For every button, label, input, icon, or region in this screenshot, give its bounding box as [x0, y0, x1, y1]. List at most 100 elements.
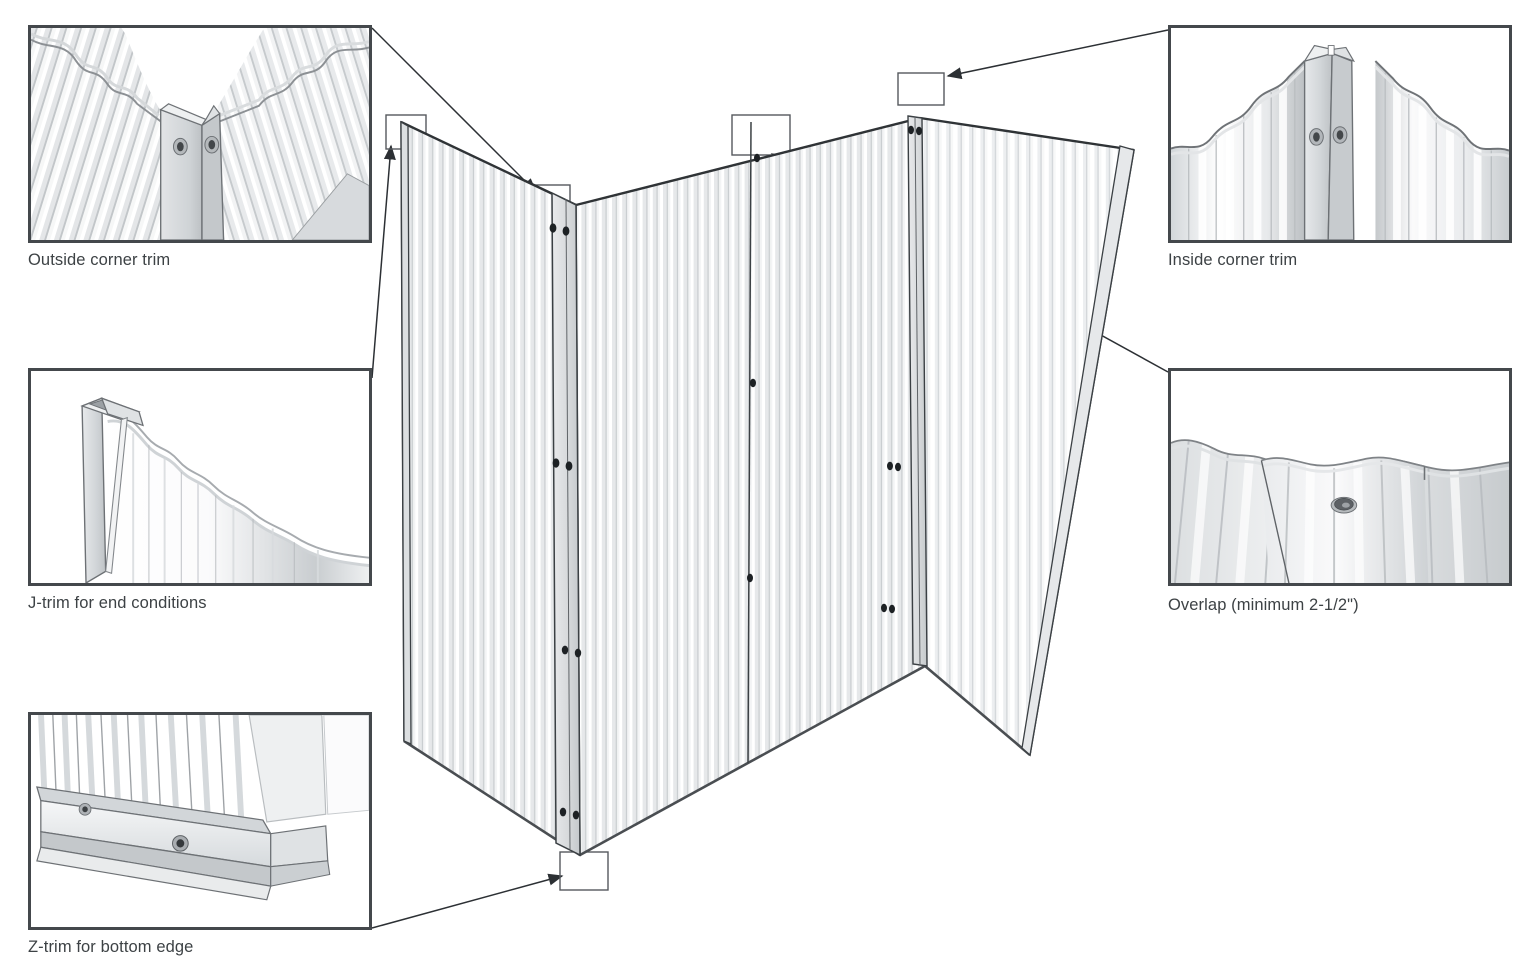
sheet-flutes	[132, 433, 319, 583]
corner-trim-right-face	[201, 112, 225, 240]
panel-seam-overlap	[747, 121, 752, 764]
marker-z-trim	[559, 851, 609, 891]
fastener	[889, 604, 895, 614]
flat-panel-right	[248, 715, 327, 823]
wall-plane-middle-outline	[575, 116, 926, 857]
fastener	[559, 807, 567, 817]
callout-frame	[28, 368, 372, 586]
wall-plane-left	[401, 122, 580, 855]
callout-frame	[28, 712, 372, 930]
wall-plane-left-outline	[400, 120, 581, 857]
bottom-edge-left	[403, 739, 581, 857]
callout-caption: Outside corner trim	[28, 251, 171, 269]
callout-j-trim: J-trim for end conditions	[28, 368, 372, 612]
wall-plane-right	[920, 118, 1134, 755]
inside-corner-trim-strip	[907, 115, 928, 667]
marker-overlap	[731, 114, 791, 156]
j-trim-detail	[31, 371, 369, 583]
marker-j-trim	[385, 114, 427, 150]
fastener	[750, 378, 756, 388]
front-panel-sheet	[1261, 457, 1429, 583]
fastener	[881, 603, 887, 613]
inside-corner-trim-fold	[914, 116, 921, 666]
right-panel-crest-profile	[1374, 60, 1509, 152]
left-panel-crest-profile	[1171, 60, 1306, 150]
flat-panel-right-2	[323, 715, 369, 815]
marker-outside-corner	[527, 184, 571, 224]
fastener	[908, 125, 914, 135]
inside-corner-trim-right-face	[1327, 52, 1355, 240]
fastener-slot	[1336, 130, 1344, 140]
callout-frame	[28, 25, 372, 243]
fastener-slot	[177, 141, 184, 152]
overlap-fastener	[1330, 496, 1358, 514]
outside-corner-trim-fold	[565, 198, 571, 850]
corner-trim-top-return-right	[201, 104, 221, 126]
corner-trim-left-face	[160, 108, 203, 240]
inside-corner-trim-left-face	[1303, 52, 1333, 240]
inside-corner-trim-notch	[1327, 45, 1335, 56]
fastener-slot	[82, 806, 88, 813]
left-wall-edge-thickness	[400, 120, 412, 745]
j-trim-outer-leg	[81, 397, 107, 583]
overlap-detail	[1171, 371, 1509, 583]
leader-overlap	[770, 153, 1169, 373]
fastener	[747, 573, 753, 583]
j-trim-front-flange	[105, 416, 128, 574]
fastener	[565, 461, 573, 471]
fastener-slot	[208, 140, 216, 150]
fastener	[549, 223, 557, 233]
fastener-group	[549, 125, 922, 820]
inside-corner-trim-detail	[1171, 28, 1509, 240]
leader-outside-corner	[371, 27, 538, 194]
callout-outside-corner-trim: Outside corner trim	[28, 25, 372, 269]
callout-frame	[1168, 25, 1512, 243]
fastener	[887, 461, 893, 471]
outside-corner-trim-strip	[551, 191, 581, 857]
fastener	[754, 153, 760, 163]
z-trim-detail	[31, 715, 369, 927]
left-panel-crest-highlight	[31, 32, 160, 117]
right-panel-crest-profile	[219, 46, 369, 123]
fastener-slot	[176, 839, 185, 848]
leader-inside-corner	[946, 29, 1169, 80]
bottom-edge-right-far	[1029, 149, 1135, 756]
top-edge-mid	[575, 116, 921, 207]
trim-fastener-group	[1309, 126, 1348, 146]
fastener	[561, 645, 569, 655]
right-panel-crest-highlight	[1374, 65, 1509, 158]
z-trim-bottom-lip	[36, 846, 272, 901]
callout-caption: Overlap (minimum 2-1/2")	[1168, 596, 1359, 614]
right-wall-edge-thickness	[1021, 145, 1135, 757]
j-trim-face-leg	[100, 397, 144, 427]
fastener	[552, 458, 560, 468]
z-trim-right-return-lower	[270, 860, 331, 887]
fastener-slot	[1313, 132, 1320, 142]
overlap-seam-line	[1260, 460, 1290, 583]
fastener	[574, 648, 582, 658]
callout-caption: Inside corner trim	[1168, 251, 1298, 269]
bottom-edge-right	[924, 665, 1031, 756]
trim-fastener-group	[172, 135, 220, 156]
fastener	[562, 226, 570, 236]
fastener-slot	[1341, 502, 1350, 508]
outside-corner-trim-detail	[31, 28, 369, 240]
z-trim-fastener-group	[78, 803, 189, 852]
left-panel-crest-highlight	[1171, 65, 1306, 156]
fastener	[895, 462, 901, 472]
front-panel-crest-profile	[1261, 456, 1425, 468]
top-edge-left	[400, 120, 577, 207]
fastener	[916, 126, 922, 136]
callout-inside-corner-trim: Inside corner trim	[1168, 25, 1512, 269]
left-panel-crest-profile	[31, 38, 162, 123]
fastener	[572, 810, 580, 820]
callout-caption: J-trim for end conditions	[28, 594, 207, 612]
marker-inside-corner	[897, 72, 945, 106]
top-edge-right	[919, 116, 1135, 152]
callout-caption: Z-trim for bottom edge	[28, 938, 194, 956]
sheet-flute-shadows	[148, 444, 295, 583]
callout-z-trim: Z-trim for bottom edge	[28, 712, 372, 956]
leader-z-trim	[371, 873, 564, 929]
wall-plane-right-outline	[919, 117, 1135, 757]
wall-plane-middle	[576, 118, 925, 855]
